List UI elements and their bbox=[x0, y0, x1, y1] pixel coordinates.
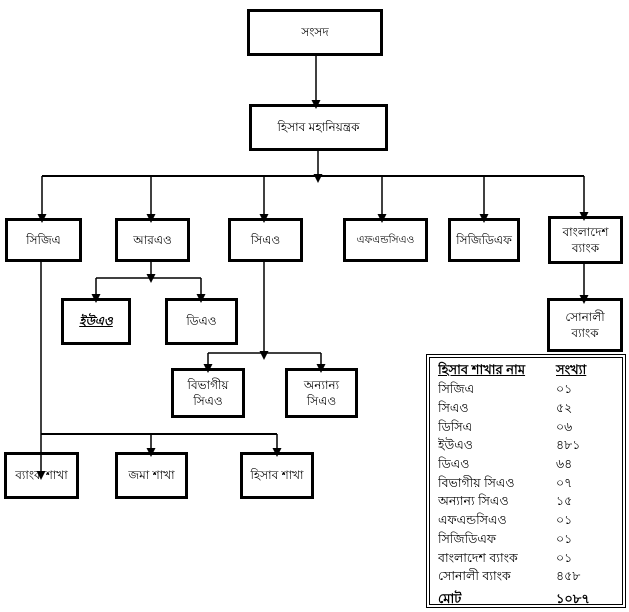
node-bangladesh-bank-label: বাংলাদেশ ব্যাংক bbox=[562, 224, 609, 255]
node-joma-shakha-label: জমা শাখা bbox=[128, 468, 175, 483]
node-sangsad-label: সংসদ bbox=[301, 25, 329, 40]
node-cao-label: সিএও bbox=[250, 232, 281, 247]
node-uao-label: ইউএও bbox=[79, 314, 113, 329]
node-bank-shakha-label: ব্যাংক শাখা bbox=[15, 468, 68, 483]
header-count-cell: সংখ্যা bbox=[556, 362, 587, 377]
node-onnanno-cao-label: অন্যান্য সিএও bbox=[303, 377, 340, 408]
arrowhead bbox=[313, 174, 323, 183]
node-rao-label: আরএও bbox=[133, 232, 172, 247]
node-cgdf: সিজিডিএফ bbox=[448, 218, 520, 262]
node-bibhagiyo-cao-label: বিভাগীয় সিএও bbox=[187, 377, 229, 408]
arrowhead bbox=[146, 274, 156, 283]
node-cao: সিএও bbox=[228, 218, 303, 262]
node-joma-shakha: জমা শাখা bbox=[115, 452, 188, 499]
header-name-cell: হিসাব শাখার নাম bbox=[438, 362, 526, 377]
node-sangsad: সংসদ bbox=[247, 9, 383, 56]
arrowhead bbox=[259, 351, 269, 360]
summary-table-header: হিসাব শাখার নাম সংখ্যা bbox=[438, 361, 614, 382]
node-hisab-shakha: হিসাব শাখা bbox=[240, 452, 314, 499]
node-sonali-bank: সোনালী ব্যাংক bbox=[547, 298, 623, 352]
node-cga-label: সিজিএ bbox=[26, 232, 61, 247]
node-hisab-mohaniyontrok-label: হিসাব মহানিয়ন্ত্রক bbox=[277, 120, 360, 135]
node-hisab-mohaniyontrok: হিসাব মহানিয়ন্ত্রক bbox=[249, 104, 388, 151]
node-fndcao: এফএন্ডসিএও bbox=[343, 218, 428, 262]
node-dao: ডিএও bbox=[165, 298, 238, 345]
node-bibhagiyo-cao: বিভাগীয় সিএও bbox=[171, 368, 245, 418]
node-cga: সিজিএ bbox=[5, 218, 82, 262]
node-fndcao-label: এফএন্ডসিএও bbox=[356, 233, 415, 246]
node-rao: আরএও bbox=[115, 218, 190, 262]
node-bank-shakha: ব্যাংক শাখা bbox=[4, 452, 79, 499]
node-bangladesh-bank: বাংলাদেশ ব্যাংক bbox=[548, 216, 623, 264]
node-onnanno-cao: অন্যান্য সিএও bbox=[285, 368, 358, 418]
node-dao-label: ডিএও bbox=[186, 314, 217, 329]
node-sonali-bank-label: সোনালী ব্যাংক bbox=[565, 309, 605, 340]
node-hisab-shakha-label: হিসাব শাখা bbox=[250, 468, 304, 483]
node-uao: ইউএও bbox=[61, 298, 131, 345]
node-cgdf-label: সিজিডিএফ bbox=[456, 232, 512, 247]
